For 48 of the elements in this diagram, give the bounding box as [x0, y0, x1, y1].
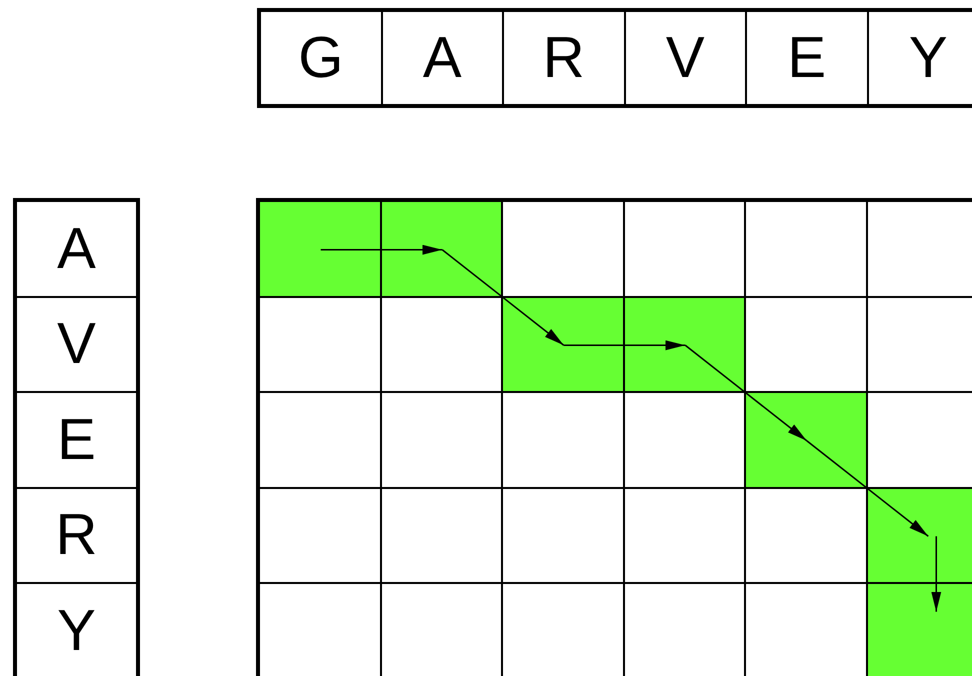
arrow — [442, 249, 564, 346]
grid-cell — [624, 584, 746, 676]
letter: E — [787, 29, 826, 87]
grid-cell — [746, 298, 868, 393]
letter: E — [57, 410, 96, 469]
grid-cell — [382, 298, 503, 393]
grid-cell — [503, 488, 624, 584]
highlighted-cell — [868, 488, 972, 584]
highlighted-cell — [260, 202, 382, 298]
arrow — [806, 440, 929, 537]
letter: A — [422, 29, 462, 87]
highlighted-cell — [624, 298, 746, 393]
grid-cell — [382, 584, 503, 676]
grid-cell — [260, 393, 382, 488]
letter: A — [57, 220, 96, 278]
arrow — [931, 536, 942, 612]
grid-cell — [624, 202, 746, 298]
grid-cell — [868, 298, 972, 393]
arrow — [320, 244, 442, 255]
letter-cell — [626, 12, 747, 104]
grid-cell — [260, 298, 382, 393]
arrow — [684, 344, 808, 442]
letter: Y — [908, 29, 948, 87]
arrow — [564, 340, 686, 350]
letter-cell — [382, 12, 504, 104]
letter: R — [542, 29, 585, 87]
grid-cell — [624, 488, 746, 584]
highlighted-cell — [503, 298, 624, 393]
grid-cell — [746, 488, 868, 584]
grid-cell — [260, 488, 382, 584]
letter: V — [57, 315, 96, 374]
highlighted-cell — [746, 393, 868, 488]
letter: R — [56, 506, 98, 564]
grid-cell — [868, 202, 972, 298]
letter: V — [666, 29, 705, 87]
letter: Y — [57, 602, 96, 660]
letter-cell — [17, 488, 136, 584]
letter: G — [298, 29, 344, 87]
grid-cell — [382, 488, 503, 584]
grid-cell — [503, 202, 624, 298]
highlighted-cell — [382, 202, 503, 298]
grid-cell — [382, 393, 503, 488]
grid-cell — [624, 393, 746, 488]
letter-cell — [17, 298, 136, 393]
grid-cell — [868, 393, 972, 488]
highlighted-cell — [868, 584, 972, 676]
grid-cell — [503, 393, 624, 488]
grid-cell — [746, 202, 868, 298]
